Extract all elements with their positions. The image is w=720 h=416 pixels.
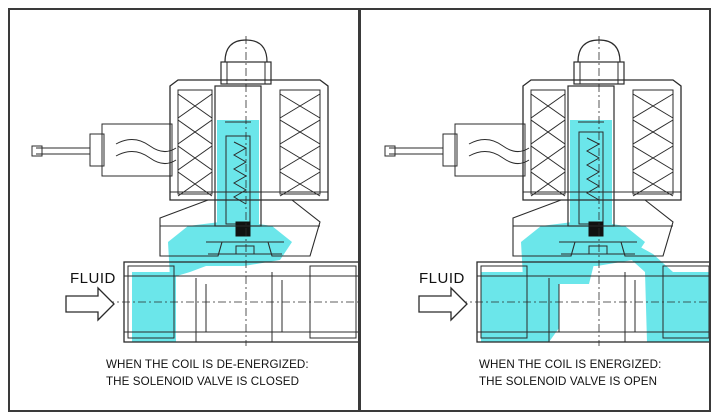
caption-line-2: THE SOLENOID VALVE IS CLOSED — [106, 375, 300, 388]
inlet-fluid — [132, 272, 176, 342]
fluid-label: FLUID — [70, 270, 116, 287]
open-valve-drawing — [384, 36, 709, 346]
valve-assembly — [31, 36, 358, 346]
flow-arrow — [65, 286, 115, 322]
diaphragm-chamber-fluid — [168, 222, 292, 278]
orifice-wall-right — [624, 272, 636, 342]
closed-valve-panel: FLUID WHEN THE COIL IS DE-ENERGIZED: THE… — [8, 8, 360, 412]
coil-hatch-right — [632, 119, 674, 145]
wire-terminal — [31, 145, 43, 157]
open-valve-panel: FLUID WHEN THE COIL IS ENERGIZED: THE SO… — [359, 8, 711, 412]
coil-housing — [522, 79, 682, 201]
orifice-wall-left — [548, 278, 560, 342]
return-spring — [233, 141, 248, 205]
coil-winding-left — [177, 89, 213, 195]
coil-hatch-left — [177, 119, 213, 145]
wire-terminal — [384, 145, 396, 157]
coil-hatch-right — [632, 145, 674, 171]
coil-hatch-right — [279, 145, 321, 171]
coil-hatch-left — [530, 145, 566, 171]
fluid-label: FLUID — [419, 270, 465, 287]
coil-hatch-right — [279, 93, 321, 119]
valve-bonnet — [159, 199, 321, 257]
caption-line-1: WHEN THE COIL IS DE-ENERGIZED: — [106, 358, 309, 371]
pilot-seal — [235, 221, 251, 237]
core-tube-fluid — [570, 120, 612, 226]
coil-winding-right — [279, 89, 321, 195]
coil-hatch-left — [177, 145, 213, 171]
orifice-wall-right — [271, 272, 283, 342]
return-spring — [586, 137, 601, 201]
open-flow-fluid — [481, 242, 709, 342]
valve-assembly — [384, 36, 709, 346]
cable-gland — [101, 123, 173, 177]
cable-gland-nut — [89, 133, 105, 167]
coil-hatch-left — [530, 119, 566, 145]
coil-hatch-right — [632, 93, 674, 119]
cable-wave-2 — [115, 151, 177, 164]
coil-hatch-right — [279, 119, 321, 145]
coil-housing — [169, 79, 329, 201]
caption-line-2: THE SOLENOID VALVE IS OPEN — [479, 375, 658, 388]
cable-wave-1 — [468, 139, 530, 152]
cable-wave-1 — [115, 139, 177, 152]
valve-bonnet — [512, 199, 674, 257]
cable-gland-nut — [442, 133, 458, 167]
pilot-seal — [588, 221, 604, 237]
core-tube-fluid — [217, 120, 259, 226]
caption-line-1: WHEN THE COIL IS ENERGIZED: — [479, 358, 662, 371]
cable-gland — [454, 123, 526, 177]
coil-hatch-left — [177, 93, 213, 119]
closed-valve-drawing — [31, 36, 358, 346]
coil-hatch-left — [530, 93, 566, 119]
orifice-wall-left — [195, 278, 207, 342]
coil-winding-right — [632, 89, 674, 195]
cable-wave-2 — [468, 151, 530, 164]
flow-arrow — [418, 286, 468, 322]
coil-winding-left — [530, 89, 566, 195]
